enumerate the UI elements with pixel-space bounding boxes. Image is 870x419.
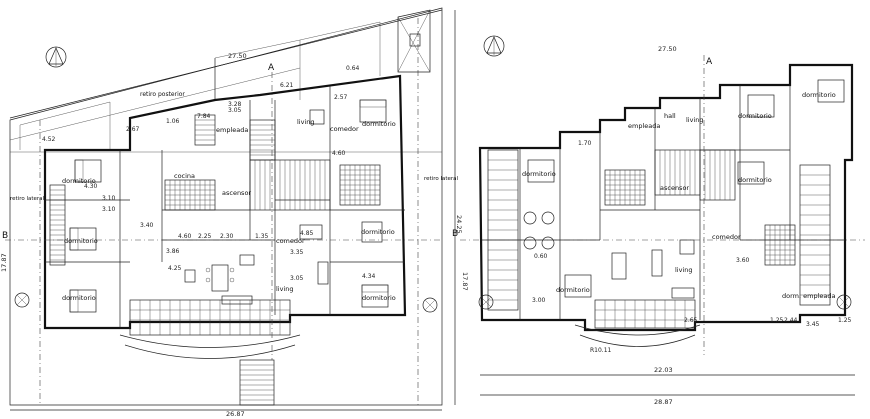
room-dormitorio-sq-r: dormitorio <box>738 176 772 184</box>
right-small-dimensions: 1.70 3.60 2.65 0.60 3.45 3.00 1.25 2.44 … <box>532 140 852 354</box>
right-dim-bottom: 22.03 <box>654 366 673 374</box>
room-dormitorio-r1: dormitorio <box>522 170 556 178</box>
room-dormitorio-l5: dormitorio <box>362 294 396 302</box>
svg-text:1.25: 1.25 <box>838 317 852 324</box>
left-section-a: A <box>268 63 275 73</box>
entrance-left <box>119 334 301 406</box>
room-empleada-l: empleada <box>216 126 248 134</box>
svg-text:2.57: 2.57 <box>334 94 348 101</box>
tree-markers-left <box>14 292 438 313</box>
right-floor-plan <box>460 35 865 396</box>
tree-markers-right <box>478 294 852 310</box>
svg-text:2.25: 2.25 <box>198 233 212 240</box>
svg-text:3.05: 3.05 <box>290 275 304 282</box>
svg-text:3.86: 3.86 <box>166 248 180 255</box>
svg-text:3.40: 3.40 <box>140 222 154 229</box>
room-living-r2: living <box>675 266 693 274</box>
north-arrow-icon <box>45 46 67 68</box>
room-ascensor-l: ascensor <box>222 189 251 197</box>
svg-text:2.65: 2.65 <box>684 317 698 324</box>
svg-text:0.64: 0.64 <box>346 65 360 72</box>
room-comedor-r: comedor <box>712 233 741 241</box>
room-cocina-l: cocina <box>174 172 195 180</box>
right-section-b: B <box>452 229 458 239</box>
svg-text:7.84: 7.84 <box>197 113 211 120</box>
svg-text:3.05: 3.05 <box>228 107 242 114</box>
svg-text:4.52: 4.52 <box>42 136 56 143</box>
svg-text:3.28: 3.28 <box>228 101 242 108</box>
svg-text:4.25: 4.25 <box>168 265 182 272</box>
room-dormitorio-l4: dormitorio <box>362 120 396 128</box>
room-dormitorio-r2: dormitorio <box>738 112 772 120</box>
svg-text:3.10: 3.10 <box>102 206 116 213</box>
svg-text:3.45: 3.45 <box>806 321 820 328</box>
left-section-b: B <box>2 231 8 241</box>
svg-text:6.21: 6.21 <box>280 82 294 89</box>
room-ascensor-r: ascensor <box>660 184 689 192</box>
furniture-left <box>184 109 329 305</box>
room-hall-r: hall <box>664 112 676 120</box>
svg-text:4.34: 4.34 <box>362 273 376 280</box>
svg-text:1.25: 1.25 <box>770 317 784 324</box>
svg-text:3.60: 3.60 <box>736 257 750 264</box>
svg-text:2.44: 2.44 <box>784 317 798 324</box>
room-living-r1: living <box>686 116 704 124</box>
label-retiro-lateral-left: retiro lateral <box>10 196 45 202</box>
left-dim-right2: 17.87 <box>461 272 469 291</box>
svg-text:1.70: 1.70 <box>578 140 592 147</box>
room-comedor-l2: comedor <box>276 237 305 245</box>
svg-text:3.35: 3.35 <box>290 249 304 256</box>
stair-core-right <box>487 149 831 311</box>
stair-core-left <box>249 119 331 211</box>
furniture-right <box>523 79 845 299</box>
svg-text:1.35: 1.35 <box>255 233 269 240</box>
room-dormitorio-l1: dormitorio <box>62 177 96 185</box>
room-dormitorio-r4: dormitorio <box>556 286 590 294</box>
right-dim-bottom2: 28.87 <box>654 398 673 406</box>
svg-text:R10.11: R10.11 <box>590 347 612 354</box>
label-retiro-lateral-right: retiro lateral <box>424 176 459 182</box>
svg-text:3.00: 3.00 <box>532 297 546 304</box>
room-comedor-l1: comedor <box>330 125 359 133</box>
room-dormitorio-sq-l: dormitorio <box>361 228 395 236</box>
north-arrow-icon-right <box>483 35 505 57</box>
svg-text:1.06: 1.06 <box>166 118 180 125</box>
left-dim-left: 17.87 <box>0 253 8 272</box>
left-dim-top: 27.50 <box>228 52 247 60</box>
entrance-arc-right <box>574 324 701 336</box>
right-dim-top: 27.50 <box>658 45 677 53</box>
beds-left <box>69 99 389 313</box>
svg-text:4.30: 4.30 <box>84 183 98 190</box>
room-dormitorio-r3: dormitorio <box>802 91 836 99</box>
left-dim-right: 24.25 <box>455 215 463 234</box>
svg-text:4.85: 4.85 <box>300 230 314 237</box>
room-dorm-empleada-r: dorm. empleada <box>782 292 835 300</box>
room-dormitorio-l2: dormitorio <box>64 237 98 245</box>
room-empleada-r: empleada <box>628 122 660 130</box>
room-dormitorio-l3: dormitorio <box>62 294 96 302</box>
room-living-l1: living <box>297 118 315 126</box>
svg-text:0.60: 0.60 <box>534 253 548 260</box>
svg-text:4.60: 4.60 <box>178 233 192 240</box>
label-retiro-posterior: retiro posterior <box>140 91 185 98</box>
svg-text:2.30: 2.30 <box>220 233 234 240</box>
tiled-areas-left <box>49 114 381 336</box>
svg-text:2.67: 2.67 <box>126 126 140 133</box>
left-small-dimensions: 4.52 2.67 1.06 7.84 3.05 3.28 6.21 2.57 … <box>42 65 376 282</box>
svg-text:3.10: 3.10 <box>102 195 116 202</box>
tiled-areas-right <box>594 169 796 329</box>
svg-text:4.60: 4.60 <box>332 150 346 157</box>
left-floor-plan <box>5 7 456 411</box>
room-living-l2: living <box>276 285 294 293</box>
right-section-a: A <box>706 57 713 67</box>
left-dim-bottom: 26.87 <box>226 410 245 418</box>
